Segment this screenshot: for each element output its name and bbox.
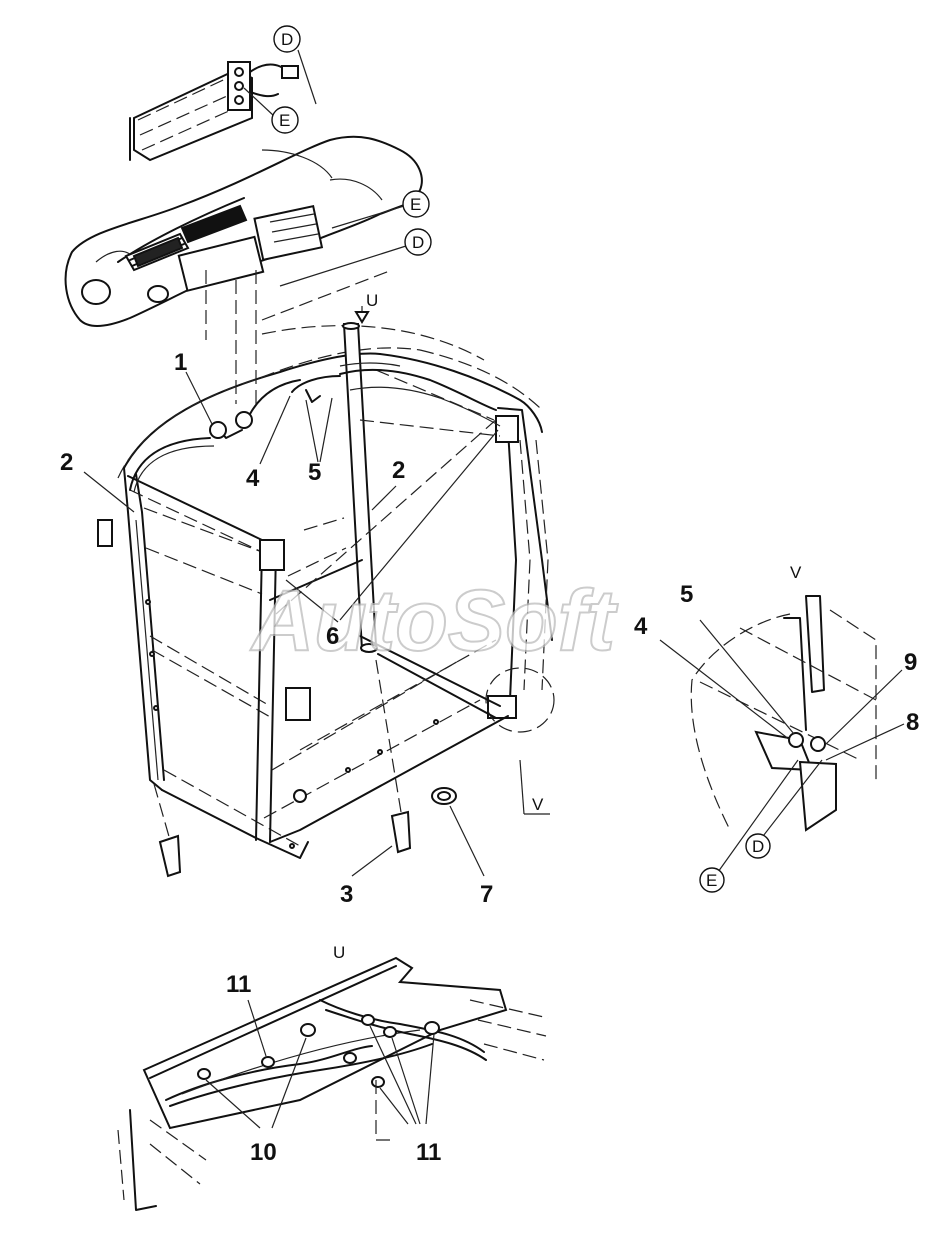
callout-7: 7 bbox=[480, 881, 493, 908]
hoses bbox=[129, 362, 501, 493]
callout-2-center: 2 bbox=[392, 457, 405, 484]
callout-2-left: 2 bbox=[60, 449, 73, 476]
connector-d-roof: D bbox=[404, 228, 432, 256]
view-label-u-top: U bbox=[366, 291, 378, 310]
callout-4: 4 bbox=[246, 465, 260, 492]
callout-11-top: 11 bbox=[226, 971, 251, 998]
callout-5-detail: 5 bbox=[680, 581, 693, 608]
cab-frame bbox=[97, 322, 555, 878]
connector-d-top-label: D bbox=[281, 30, 293, 49]
roof-panel bbox=[64, 135, 423, 327]
view-label-v-detail: V bbox=[790, 563, 802, 582]
connector-d-top: D bbox=[273, 25, 301, 53]
callout-6: 6 bbox=[326, 623, 339, 650]
detail-view-v bbox=[659, 595, 905, 873]
connector-e-detail: E bbox=[699, 867, 725, 893]
view-u bbox=[117, 956, 549, 1211]
callout-1: 1 bbox=[174, 349, 187, 376]
connector-e-top: E bbox=[271, 106, 299, 134]
heater-unit bbox=[129, 61, 299, 162]
watermark: AutoSoft bbox=[250, 573, 618, 669]
connector-d-roof-label: D bbox=[412, 233, 424, 252]
callout-10: 10 bbox=[250, 1139, 277, 1166]
callout-11-bottom: 11 bbox=[416, 1139, 441, 1166]
connector-d-detail-label: D bbox=[752, 837, 764, 856]
leader-lines bbox=[83, 49, 550, 877]
callout-8: 8 bbox=[906, 709, 919, 736]
callout-4-detail: 4 bbox=[634, 613, 648, 640]
callout-9: 9 bbox=[904, 649, 917, 676]
connector-d-detail: D bbox=[745, 833, 771, 859]
connector-e-roof-label: E bbox=[410, 195, 421, 214]
callout-5: 5 bbox=[308, 459, 321, 486]
connector-e-top-label: E bbox=[279, 111, 290, 130]
connector-e-detail-label: E bbox=[706, 871, 717, 890]
view-label-v-main: V bbox=[532, 795, 544, 814]
connector-e-roof: E bbox=[402, 190, 430, 218]
view-label-u-bottom: U bbox=[333, 943, 345, 962]
callout-3: 3 bbox=[340, 881, 353, 908]
